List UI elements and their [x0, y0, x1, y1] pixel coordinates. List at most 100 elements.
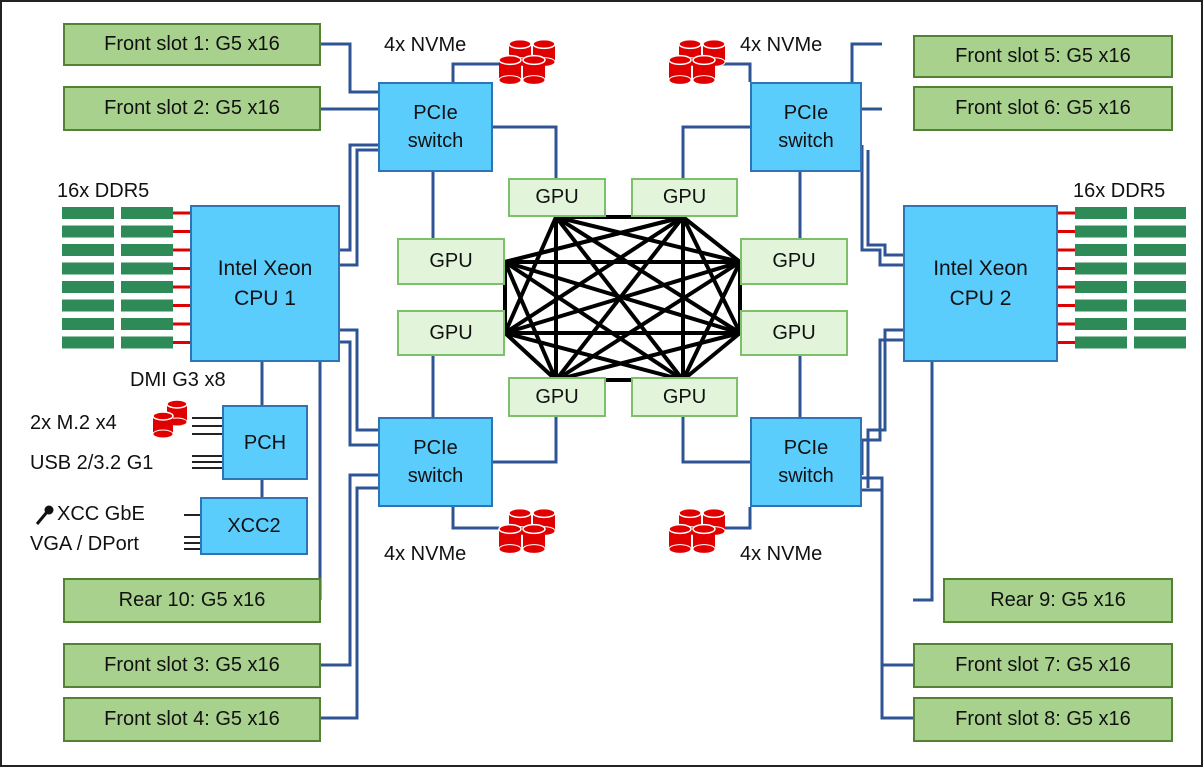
gpu-5: GPU — [397, 310, 505, 356]
dimm-module — [1134, 244, 1186, 256]
wrench-icon — [35, 505, 54, 525]
dimm-module — [1134, 299, 1186, 312]
cpu-1-line1: Intel Xeon — [217, 256, 313, 280]
front-slot-3: Front slot 3: G5 x16 — [63, 643, 321, 688]
drive-icon — [692, 523, 716, 554]
nvme-label-top-left: 4x NVMe — [384, 34, 467, 56]
pcie-switch-line2: switch — [407, 465, 464, 487]
dimm-module — [1134, 207, 1186, 219]
dimm-module — [121, 207, 173, 219]
gpu-6: GPU — [740, 310, 848, 356]
dimm-module — [62, 207, 114, 219]
front-slot-2: Front slot 2: G5 x16 — [63, 86, 321, 131]
dimm-module — [121, 318, 173, 330]
cpu-1: Intel Xeon CPU 1 — [190, 205, 340, 362]
gpu-3: GPU — [397, 238, 505, 285]
dimm-module — [121, 299, 173, 312]
drive-icon — [522, 54, 546, 85]
front-slot-8: Front slot 8: G5 x16 — [913, 697, 1173, 742]
xcc2-chip: XCC2 — [200, 497, 308, 555]
dimm-module — [121, 225, 173, 238]
xcc-gbe-label: XCC GbE — [57, 503, 145, 525]
drive-icon — [692, 54, 716, 85]
nvme-drive-icons — [498, 38, 726, 554]
dimm-module — [62, 318, 114, 330]
dimm-module — [62, 299, 114, 312]
dimm-module — [1075, 299, 1127, 312]
m2-label: 2x M.2 x4 — [30, 412, 117, 434]
m2-drive-icons — [152, 399, 188, 439]
dimm-module — [121, 281, 173, 293]
dimm-module — [121, 244, 173, 256]
rear-slot-10: Rear 10: G5 x16 — [63, 578, 321, 623]
drive-icon — [152, 411, 174, 439]
dimm-module — [62, 244, 114, 256]
pcie-switch-line1: PCIe — [413, 102, 458, 124]
pcie-switch-top-right: PCIe switch — [750, 82, 862, 172]
dimm-module — [1075, 336, 1127, 349]
dmi-label: DMI G3 x8 — [130, 369, 226, 391]
cpu-2-line1: Intel Xeon — [933, 256, 1028, 280]
io-lines — [184, 417, 222, 550]
cpu-2: Intel Xeon CPU 2 — [903, 205, 1058, 362]
gpu-8: GPU — [631, 377, 738, 417]
usb-label: USB 2/3.2 G1 — [30, 452, 154, 474]
ddr5-label-right: 16x DDR5 — [1073, 180, 1166, 202]
dimm-module — [1134, 318, 1186, 330]
gpu-7: GPU — [508, 377, 606, 417]
nvme-label-top-right: 4x NVMe — [740, 34, 823, 56]
drive-icon — [522, 523, 546, 554]
ddr5-label-left: 16x DDR5 — [57, 180, 150, 202]
drive-icon — [498, 523, 522, 554]
pcie-switch-line2: switch — [407, 130, 464, 152]
dimm-module — [1075, 262, 1127, 275]
dimm-module — [1134, 262, 1186, 275]
vga-dport-label: VGA / DPort — [30, 533, 139, 555]
gpu-4: GPU — [740, 238, 848, 285]
pcie-switch-line2: switch — [778, 130, 834, 152]
dimm-module — [121, 262, 173, 275]
dimm-module — [1075, 225, 1127, 238]
pcie-switch-line1: PCIe — [413, 437, 458, 459]
nvme-label-bottom-right: 4x NVMe — [740, 543, 823, 565]
drive-icon — [668, 523, 692, 554]
cpu-1-line2: CPU 1 — [234, 286, 296, 310]
dimm-bank-right — [1058, 207, 1186, 349]
rear-slot-9: Rear 9: G5 x16 — [943, 578, 1173, 623]
front-slot-6: Front slot 6: G5 x16 — [913, 86, 1173, 131]
dimm-module — [1075, 207, 1127, 219]
front-slot-4: Front slot 4: G5 x16 — [63, 697, 321, 742]
cpu-2-line2: CPU 2 — [949, 286, 1012, 310]
nvme-label-bottom-left: 4x NVMe — [384, 543, 467, 565]
drive-icon — [668, 54, 692, 85]
dimm-module — [1134, 336, 1186, 349]
gpu-1: GPU — [508, 178, 606, 217]
gpu-mesh-links — [503, 215, 742, 382]
front-slot-1: Front slot 1: G5 x16 — [63, 23, 321, 66]
pcie-switch-line2: switch — [778, 465, 834, 487]
pcie-switch-line1: PCIe — [783, 102, 829, 124]
front-slot-7: Front slot 7: G5 x16 — [913, 643, 1173, 688]
pcie-switch-bottom-left: PCIe switch — [378, 417, 493, 507]
front-slot-5: Front slot 5: G5 x16 — [913, 35, 1173, 78]
dimm-module — [121, 336, 173, 349]
gpu-2: GPU — [631, 178, 738, 217]
dimm-module — [1134, 225, 1186, 238]
dimm-module — [1075, 318, 1127, 330]
pcie-switch-bottom-right: PCIe switch — [750, 417, 862, 507]
dimm-bank-left — [62, 207, 190, 349]
dimm-module — [62, 262, 114, 275]
dimm-module — [62, 225, 114, 238]
pcie-switch-top-left: PCIe switch — [378, 82, 493, 172]
dimm-module — [1075, 244, 1127, 256]
dimm-module — [62, 336, 114, 349]
dimm-module — [1134, 281, 1186, 293]
pch-chip: PCH — [222, 405, 308, 480]
pcie-switch-line1: PCIe — [783, 437, 829, 459]
dimm-module — [62, 281, 114, 293]
drive-icon — [498, 54, 522, 85]
dimm-module — [1075, 281, 1127, 293]
